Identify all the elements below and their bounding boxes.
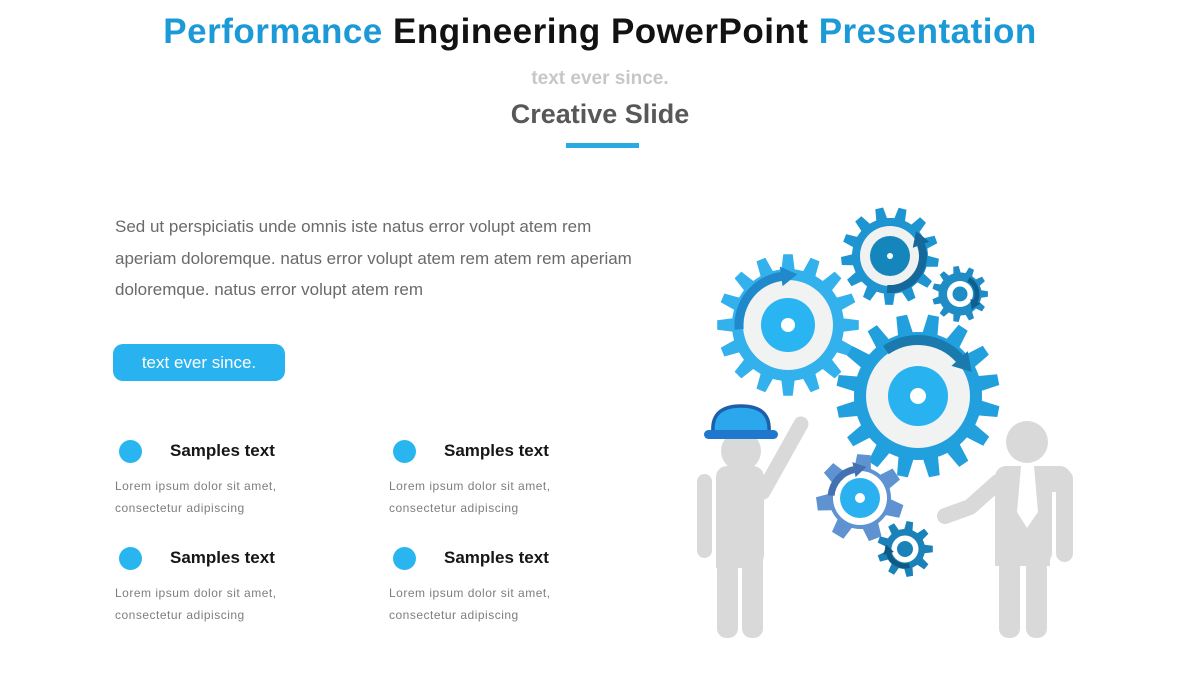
rotation-arrow-icon [967, 277, 980, 303]
page-title: Performance Engineering PowerPoint Prese… [0, 12, 1200, 52]
feature-title: Samples text [170, 548, 275, 567]
feature-head: Samples text [115, 545, 367, 571]
feature-title: Samples text [444, 548, 549, 567]
worker-figure-icon [697, 404, 809, 638]
cta-button[interactable]: text ever since. [113, 344, 285, 381]
rotation-arrow-icon [852, 462, 867, 478]
rotation-arrow-icon [951, 351, 972, 372]
feature-head: Samples text [389, 438, 641, 464]
bullet-circle-icon [119, 439, 142, 463]
gear-icon [877, 521, 933, 577]
page-title-lead: Performance [163, 12, 383, 51]
page-title-mid: Engineering PowerPoint [382, 12, 819, 51]
feature-description: Lorem ipsum dolor sit amet, consectetur … [115, 479, 277, 515]
rotation-arrow-icon [779, 266, 798, 287]
feature-title: Samples text [170, 441, 275, 460]
feature-description: Lorem ipsum dolor sit amet, consectetur … [389, 479, 551, 515]
title-underline-bar [566, 143, 639, 148]
body-paragraph: Sed ut perspiciatis unde omnis iste natu… [115, 217, 632, 299]
feature-description: Lorem ipsum dolor sit amet, consectetur … [115, 586, 277, 622]
gears-illustration [697, 207, 1073, 638]
page-title-trail: Presentation [818, 12, 1037, 51]
gear-icon [717, 254, 859, 396]
businessman-figure-icon [937, 421, 1073, 638]
rotation-arrow-icon [886, 243, 927, 293]
bullet-circle-icon [119, 546, 142, 570]
feature-item: Samples text Lorem ipsum dolor sit amet,… [115, 545, 367, 626]
rotation-arrow-icon [883, 544, 894, 555]
bullet-circle-icon [393, 546, 416, 570]
feature-item: Samples text Lorem ipsum dolor sit amet,… [115, 438, 367, 519]
feature-head: Samples text [389, 545, 641, 571]
rotation-arrow-icon [912, 231, 930, 248]
rotation-arrow-icon [886, 552, 911, 569]
tagline: text ever since. [531, 68, 669, 89]
gear-icon [841, 207, 939, 305]
gear-icon [816, 454, 904, 542]
rotation-arrow-icon [734, 272, 783, 330]
rotation-arrow-icon [883, 334, 964, 362]
feature-title: Samples text [444, 441, 549, 460]
feature-item: Samples text Lorem ipsum dolor sit amet,… [389, 438, 641, 519]
feature-description: Lorem ipsum dolor sit amet, consectetur … [389, 586, 551, 622]
tie-shape [1017, 466, 1038, 528]
rotation-arrow-icon [827, 466, 855, 497]
rotation-arrow-icon [970, 298, 981, 310]
gear-icon [836, 314, 1000, 478]
feature-head: Samples text [115, 438, 367, 464]
gear-icon [932, 266, 988, 322]
section-title: Creative Slide [510, 99, 690, 129]
bullet-circle-icon [393, 439, 416, 463]
hard-hat-icon [704, 404, 778, 439]
feature-item: Samples text Lorem ipsum dolor sit amet,… [389, 545, 641, 626]
